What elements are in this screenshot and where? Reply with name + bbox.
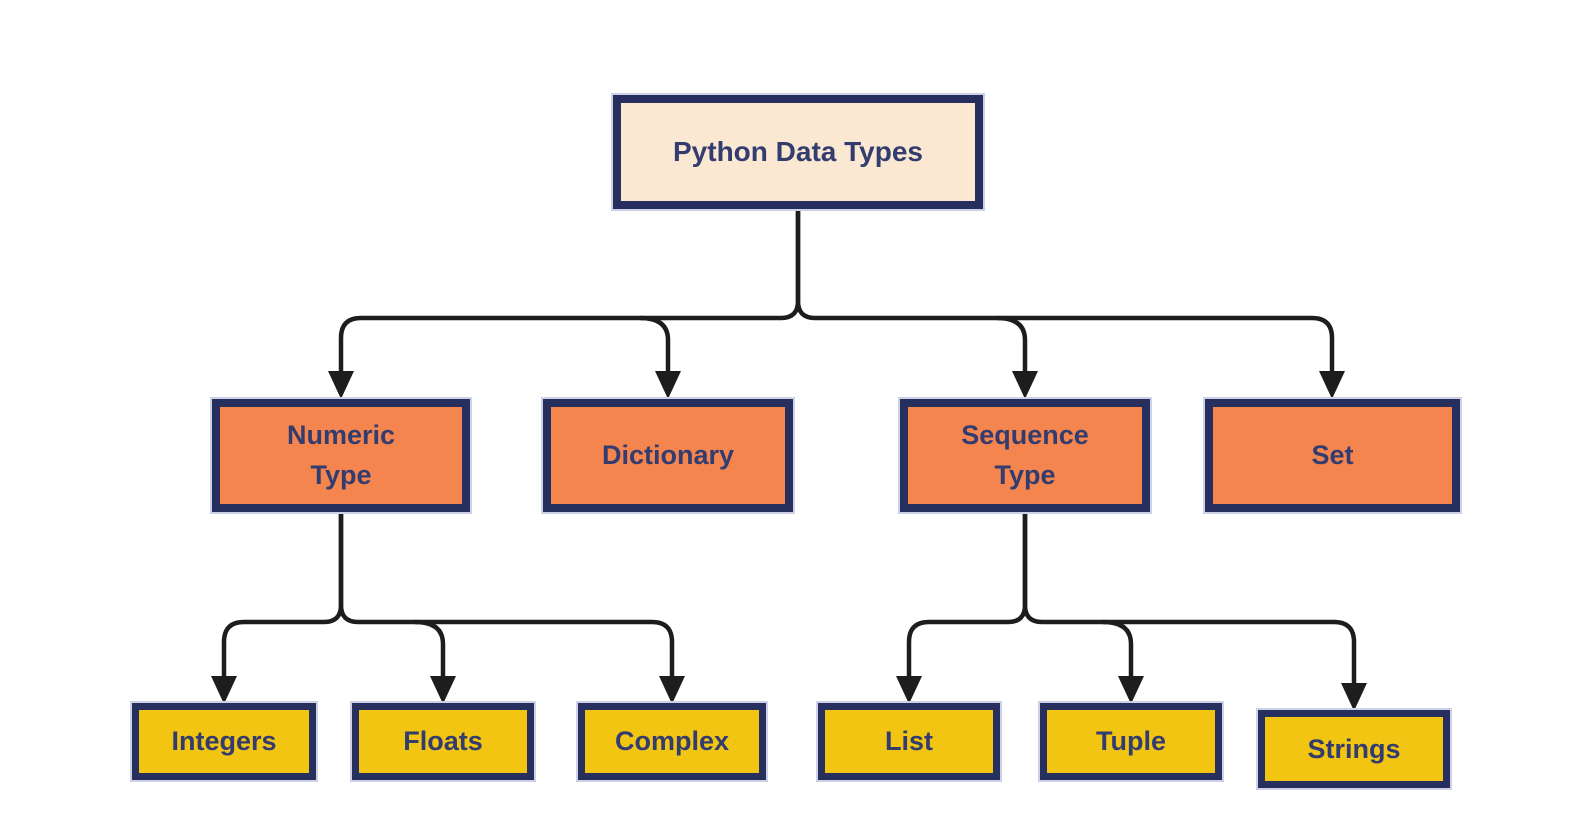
arrowhead-list [896, 676, 922, 704]
edge-root-to-numeric-type [338, 209, 801, 373]
edge-numeric-to-integers [221, 512, 344, 678]
node-sequence-type: Sequence Type [900, 399, 1150, 512]
arrowhead-tuple [1118, 676, 1144, 704]
node-tuple-label: Tuple [1096, 726, 1166, 756]
edge-sequence-to-tuple [1102, 619, 1134, 678]
edge-root-to-sequence-type [996, 315, 1028, 373]
node-python-data-types: Python Data Types [613, 95, 983, 209]
arrowhead-numeric-type [328, 371, 354, 399]
node-python-data-types-label: Python Data Types [673, 136, 923, 167]
arrowhead-dictionary [655, 371, 681, 399]
node-sequence-type-label: Sequence Type [961, 420, 1089, 490]
node-set-label: Set [1311, 439, 1354, 470]
edge-sequence-to-strings [1022, 512, 1357, 685]
node-list: List [818, 703, 1000, 780]
node-tuple: Tuple [1040, 703, 1222, 780]
node-numeric-type-label: Numeric Type [286, 420, 396, 490]
node-integers-label: Integers [171, 726, 277, 756]
arrowhead-complex [659, 676, 685, 704]
edge-numeric-to-complex [338, 512, 675, 678]
node-list-label: List [884, 726, 933, 756]
edge-sequence-to-list [906, 512, 1028, 678]
node-integers: Integers [132, 703, 316, 780]
arrowhead-sequence-type [1012, 371, 1038, 399]
arrowhead-set [1319, 371, 1345, 399]
node-strings-label: Strings [1307, 733, 1401, 764]
node-complex-label: Complex [614, 726, 730, 756]
node-strings: Strings [1258, 710, 1450, 788]
node-dictionary-label: Dictionary [601, 439, 735, 470]
arrowhead-strings [1341, 683, 1367, 711]
arrowhead-floats [430, 676, 456, 704]
arrowhead-integers [211, 676, 237, 704]
node-complex: Complex [578, 703, 766, 780]
edge-numeric-to-floats [414, 619, 446, 678]
node-numeric-type: Numeric Type [212, 399, 470, 512]
node-dictionary: Dictionary [543, 399, 793, 512]
edge-root-to-set [795, 209, 1335, 373]
node-floats-label: Floats [403, 726, 483, 756]
node-floats: Floats [352, 703, 534, 780]
node-set: Set [1205, 399, 1460, 512]
edge-root-to-dictionary [639, 315, 671, 373]
